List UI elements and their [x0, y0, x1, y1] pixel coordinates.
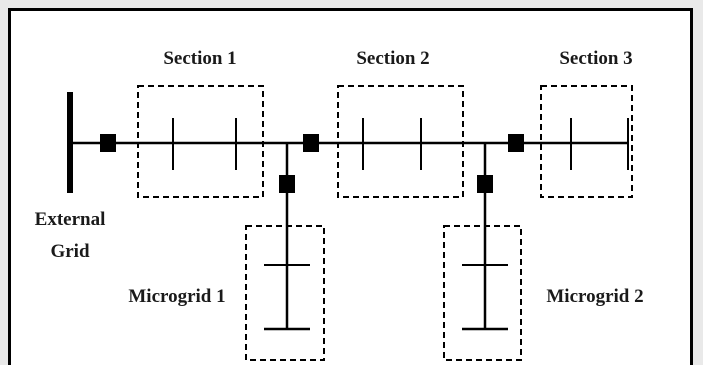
microgrid-1-box — [245, 225, 325, 361]
diagram-frame — [8, 8, 693, 365]
external-grid-label-line2: Grid — [50, 241, 89, 262]
section-2-label: Section 2 — [356, 48, 429, 69]
breaker-main-3 — [508, 134, 524, 152]
breaker-microgrid-2 — [477, 175, 493, 193]
section-3-label: Section 3 — [559, 48, 632, 69]
microgrid-2-label: Microgrid 2 — [546, 286, 643, 307]
breaker-main-2 — [303, 134, 319, 152]
breaker-main-1 — [100, 134, 116, 152]
section-1-box — [137, 85, 264, 198]
microgrid-1-label: Microgrid 1 — [128, 286, 225, 307]
section-2-box — [337, 85, 464, 198]
section-1-label: Section 1 — [163, 48, 236, 69]
external-grid-label-line1: External — [35, 209, 106, 230]
microgrid-2-box — [443, 225, 522, 361]
section-3-box — [540, 85, 633, 198]
breaker-microgrid-1 — [279, 175, 295, 193]
